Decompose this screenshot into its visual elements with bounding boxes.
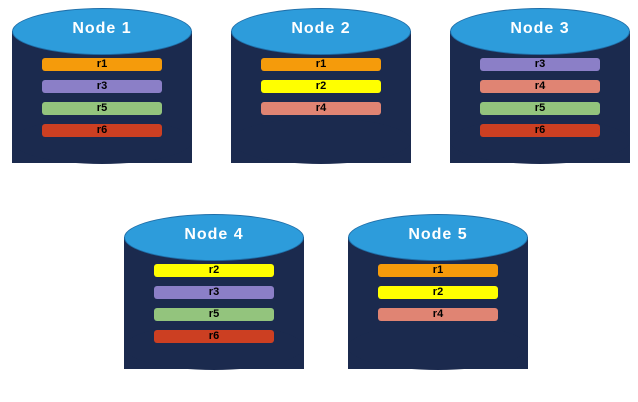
database-node-2[interactable]: Node 2 r1 r2 r4 xyxy=(231,8,411,186)
replica-bar-r4[interactable]: r4 xyxy=(480,80,600,93)
cylinder-bottom-ellipse xyxy=(231,118,411,164)
replica-bar-r2[interactable]: r2 xyxy=(154,264,274,277)
replica-list: r2 r3 r5 r6 xyxy=(154,264,274,352)
replica-list: r1 r2 r4 xyxy=(261,58,381,124)
replica-bar-r6[interactable]: r6 xyxy=(42,124,162,137)
replica-bar-r5[interactable]: r5 xyxy=(480,102,600,115)
database-node-5[interactable]: Node 5 r1 r2 r4 xyxy=(348,214,528,392)
database-cylinder-icon xyxy=(348,214,528,392)
replica-bar-r2[interactable]: r2 xyxy=(261,80,381,93)
node-title: Node 3 xyxy=(510,20,570,37)
database-node-4[interactable]: Node 4 r2 r3 r5 r6 xyxy=(124,214,304,392)
cylinder-top-ellipse xyxy=(231,8,411,55)
replica-bar-r2[interactable]: r2 xyxy=(378,286,498,299)
database-cylinder-icon xyxy=(450,8,630,186)
replica-list: r3 r4 r5 r6 xyxy=(480,58,600,146)
replica-bar-r4[interactable]: r4 xyxy=(261,102,381,115)
replica-bar-r6[interactable]: r6 xyxy=(154,330,274,343)
node-title: Node 5 xyxy=(408,226,468,243)
replica-bar-r6[interactable]: r6 xyxy=(480,124,600,137)
database-cylinder-icon xyxy=(231,8,411,186)
replica-bar-r3[interactable]: r3 xyxy=(42,80,162,93)
replica-bar-r5[interactable]: r5 xyxy=(42,102,162,115)
cylinder-top-ellipse xyxy=(348,214,528,261)
cylinder-bottom-ellipse xyxy=(348,324,528,370)
replica-bar-r1[interactable]: r1 xyxy=(42,58,162,71)
replica-list: r1 r3 r5 r6 xyxy=(42,58,162,146)
node-title: Node 4 xyxy=(184,226,244,243)
node-title: Node 2 xyxy=(291,20,351,37)
replica-bar-r3[interactable]: r3 xyxy=(480,58,600,71)
database-node-3[interactable]: Node 3 r3 r4 r5 r6 xyxy=(450,8,630,186)
cylinder-top-ellipse xyxy=(124,214,304,261)
node-title: Node 1 xyxy=(72,20,132,37)
replica-list: r1 r2 r4 xyxy=(378,264,498,330)
replica-bar-r1[interactable]: r1 xyxy=(378,264,498,277)
replica-bar-r1[interactable]: r1 xyxy=(261,58,381,71)
cylinder-top-ellipse xyxy=(12,8,192,55)
replica-bar-r3[interactable]: r3 xyxy=(154,286,274,299)
replica-bar-r5[interactable]: r5 xyxy=(154,308,274,321)
replica-bar-r4[interactable]: r4 xyxy=(378,308,498,321)
database-node-1[interactable]: Node 1 r1 r3 r5 r6 xyxy=(12,8,192,186)
database-cylinder-icon xyxy=(12,8,192,186)
cylinder-top-ellipse xyxy=(450,8,630,55)
database-cylinder-icon xyxy=(124,214,304,392)
